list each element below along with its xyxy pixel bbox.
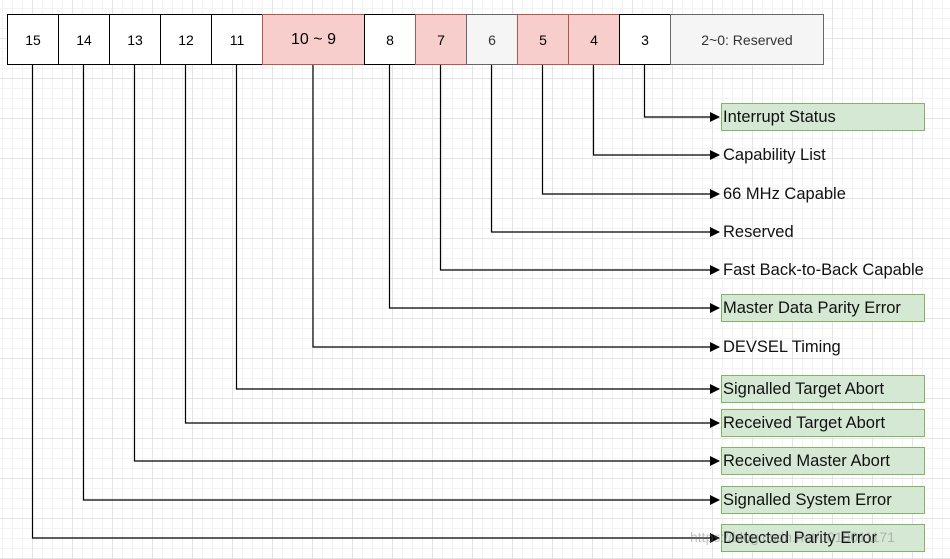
field-label-detected-parity-error: Detected Parity Error: [721, 524, 925, 552]
bit-cell-label: 10 ~ 9: [291, 30, 336, 48]
connector-bit-11: [235, 65, 720, 394]
connector-bit-4: [592, 65, 720, 160]
bit-cell-label: 12: [178, 31, 194, 48]
field-label-signalled-target-abort: Signalled Target Abort: [721, 375, 925, 403]
connector-bit-3: [643, 65, 720, 122]
bit-cell-3: 3: [619, 14, 671, 65]
connector-bit-13: [133, 65, 720, 466]
connector-bit-10-9: [312, 65, 720, 352]
bit-cell-2-0-Reserved: 2~0: Reserved: [670, 14, 824, 65]
field-label-fast-back-to-back-capable: Fast Back-to-Back Capable: [723, 260, 924, 279]
bit-cell-label: 13: [127, 31, 143, 48]
bit-cell-14: 14: [58, 14, 110, 65]
bit-cell-label: 6: [488, 31, 496, 48]
connector-bit-8: [388, 65, 720, 313]
field-label-capability-list: Capability List: [723, 145, 826, 164]
bit-cell-12: 12: [160, 14, 212, 65]
field-label-received-master-abort: Received Master Abort: [721, 447, 925, 475]
bit-cell-label: 2~0: Reserved: [701, 31, 793, 48]
bit-cell-label: 5: [539, 31, 547, 48]
bit-cell-label: 3: [641, 31, 649, 48]
bit-cell-label: 8: [386, 31, 394, 48]
bit-cell-5: 5: [517, 14, 569, 65]
connector-bit-6: [490, 65, 720, 237]
field-label-master-data-parity-error: Master Data Parity Error: [721, 294, 925, 322]
field-label-signalled-system-error: Signalled System Error: [721, 486, 925, 514]
bit-cell-7: 7: [415, 14, 467, 65]
bit-cell-10-9: 10 ~ 9: [262, 14, 365, 65]
bit-cell-15: 15: [7, 14, 59, 65]
connector-bit-12: [184, 65, 720, 428]
connector-bit-5: [541, 65, 720, 199]
field-label-devsel-timing: DEVSEL Timing: [723, 337, 841, 356]
connector-bit-7: [439, 65, 720, 275]
bit-cell-13: 13: [109, 14, 161, 65]
connector-bit-15: [31, 65, 720, 543]
field-label-interrupt-status: Interrupt Status: [721, 103, 925, 131]
field-label-reserved: Reserved: [723, 222, 794, 241]
bit-cell-label: 15: [25, 31, 41, 48]
bit-cell-11: 11: [211, 14, 263, 65]
field-label-66-mhz-capable: 66 MHz Capable: [723, 184, 846, 203]
connector-bit-14: [82, 65, 720, 505]
bit-cell-label: 7: [437, 31, 445, 48]
bit-cell-8: 8: [364, 14, 416, 65]
bit-cell-4: 4: [568, 14, 620, 65]
bit-cell-6: 6: [466, 14, 518, 65]
field-label-received-target-abort: Received Target Abort: [721, 409, 925, 437]
bit-cell-label: 4: [590, 31, 598, 48]
watermark-text: https://blog.csdn.net/u010011171: [690, 529, 895, 545]
bit-cell-label: 11: [229, 31, 245, 48]
bit-cell-label: 14: [76, 31, 92, 48]
